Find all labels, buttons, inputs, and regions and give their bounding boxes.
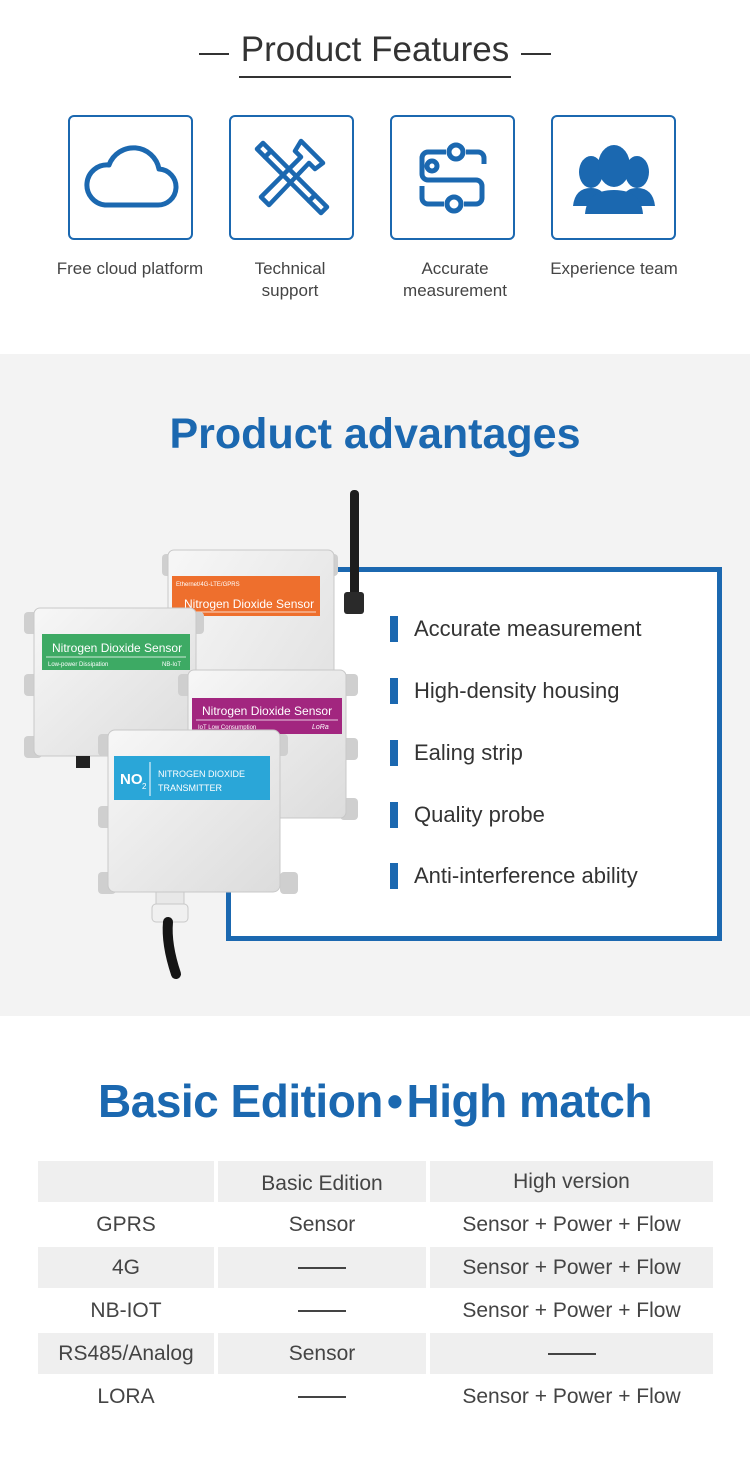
feature-card-measurement xyxy=(390,115,515,240)
features-title-text: Product Features xyxy=(238,30,512,78)
advantage-item: Anti-interference ability xyxy=(390,861,638,891)
cloud-icon xyxy=(83,144,179,208)
circuit-icon xyxy=(419,142,486,213)
purple-sub-right: LoRa xyxy=(312,724,329,731)
tools-icon xyxy=(254,138,329,215)
feature-label-support-text: Technical support xyxy=(254,259,326,300)
row-label: LORA xyxy=(97,1384,155,1408)
title-dash-right xyxy=(521,53,552,55)
advantages-title: Product advantages xyxy=(169,410,581,458)
editions-title: Basic Edition•High match xyxy=(0,1074,750,1128)
advantage-text: Anti-interference ability xyxy=(414,863,638,888)
advantage-text: Accurate measurement xyxy=(414,616,642,641)
advantage-text: Ealing strip xyxy=(414,740,523,765)
high-cell: Sensor + Power + Flow xyxy=(462,1212,681,1236)
table-row: 4G Sensor + Power + Flow xyxy=(38,1247,713,1290)
row-label: RS485/Analog xyxy=(38,1333,214,1374)
row-label: NB-IOT xyxy=(90,1298,162,1322)
feature-label-measurement-text: Accurate measurement xyxy=(403,259,507,300)
high-cell: Sensor + Power + Flow xyxy=(462,1298,681,1322)
editions-table: Basic Edition High version GPRS Sensor S… xyxy=(38,1161,713,1419)
advantage-bullet xyxy=(390,863,398,889)
device-blue: NO 2 NITROGEN DIOXIDE TRANSMITTER xyxy=(98,729,298,979)
feature-card-cloud xyxy=(68,115,193,240)
advantage-bullet xyxy=(390,678,398,704)
blue-formula-sub: 2 xyxy=(142,782,147,791)
feature-label-measurement: Accurate measurement xyxy=(365,258,545,302)
advantage-bullet xyxy=(390,616,398,642)
table-row: LORA Sensor + Power + Flow xyxy=(38,1376,713,1419)
table-row: GPRS Sensor Sensor + Power + Flow xyxy=(38,1204,713,1247)
purple-label: Nitrogen Dioxide Sensor xyxy=(202,704,332,718)
blue-line2: TRANSMITTER xyxy=(158,783,222,793)
advantage-text: High-density housing xyxy=(414,678,620,703)
green-sub-left: Low-power Dissipation xyxy=(48,662,108,668)
green-sub-right: NB-IoT xyxy=(162,662,181,668)
blue-line1: NITROGEN DIOXIDE xyxy=(158,769,245,779)
blue-formula: NO xyxy=(120,771,143,788)
empty-dash xyxy=(298,1309,346,1312)
high-cell: Sensor + Power + Flow xyxy=(462,1384,681,1408)
empty-dash xyxy=(547,1352,596,1355)
row-label: 4G xyxy=(38,1247,214,1288)
advantage-item: Quality probe xyxy=(390,800,545,830)
feature-label-team: Experience team xyxy=(550,259,678,278)
basic-cell: Sensor xyxy=(218,1333,426,1374)
empty-dash xyxy=(298,1266,346,1269)
advantage-bullet xyxy=(390,740,398,766)
table-row: RS485/Analog Sensor xyxy=(38,1333,713,1376)
antenna xyxy=(344,490,364,614)
editions-title-right: High match xyxy=(406,1075,653,1127)
high-cell: Sensor + Power + Flow xyxy=(430,1247,713,1288)
empty-dash xyxy=(298,1395,346,1398)
green-label: Nitrogen Dioxide Sensor xyxy=(52,641,182,655)
feature-label-support: Technical support xyxy=(200,258,380,302)
advantage-item: High-density housing xyxy=(390,676,619,706)
product-features-section: Product Features Free cloud platform Tec… xyxy=(0,0,750,354)
features-title-wrap: Product Features xyxy=(0,30,750,78)
product-advantages-section: Product advantages Accurate measurement … xyxy=(0,354,750,1016)
basic-cell-empty xyxy=(218,1247,426,1288)
editions-section: Basic Edition•High match Basic Edition H… xyxy=(0,1016,750,1468)
feature-label-cloud: Free cloud platform xyxy=(56,259,204,278)
team-icon xyxy=(572,144,655,214)
advantage-item: Ealing strip xyxy=(390,738,523,768)
basic-cell-empty xyxy=(218,1290,426,1331)
sensor-devices-illustration: Ethernet/4G-LTE/GPRS Nitrogen Dioxide Se… xyxy=(24,490,364,979)
editions-title-left: Basic Edition xyxy=(98,1075,383,1127)
header-cell: High version xyxy=(430,1161,713,1202)
basic-cell-empty xyxy=(218,1376,426,1417)
orange-label: Nitrogen Dioxide Sensor xyxy=(184,597,314,611)
advantage-text: Quality probe xyxy=(414,802,545,827)
header-cell: Basic Edition xyxy=(218,1161,426,1202)
advantage-bullet xyxy=(390,802,398,828)
orange-top-text: Ethernet/4G-LTE/GPRS xyxy=(176,582,240,588)
basic-cell: Sensor xyxy=(288,1212,356,1236)
purple-sub-left: IoT Low Consumption xyxy=(198,725,256,731)
table-header-row: Basic Edition High version xyxy=(38,1161,713,1204)
title-dash-left xyxy=(198,53,229,55)
feature-card-team xyxy=(551,115,676,240)
device-green: Nitrogen Dioxide Sensor Low-power Dissip… xyxy=(24,607,204,768)
high-cell-empty xyxy=(430,1333,713,1374)
header-cell xyxy=(38,1161,214,1202)
features-title: Product Features xyxy=(198,30,552,78)
editions-title-dot: • xyxy=(386,1075,403,1127)
row-label: GPRS xyxy=(96,1212,156,1236)
feature-card-support xyxy=(229,115,354,240)
advantage-item: Accurate measurement xyxy=(390,614,641,644)
table-row: NB-IOT Sensor + Power + Flow xyxy=(38,1290,713,1333)
